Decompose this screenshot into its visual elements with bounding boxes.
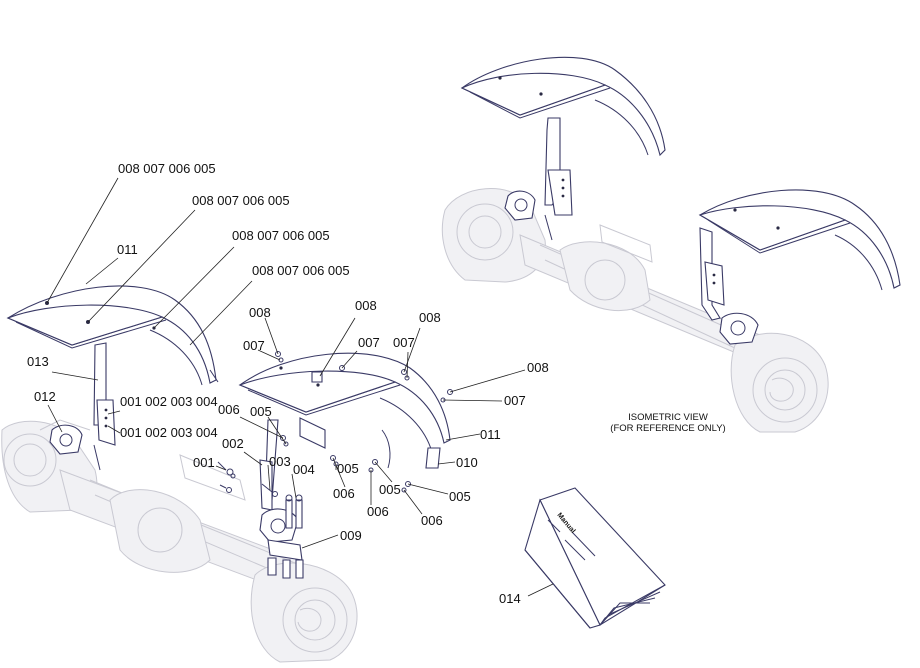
isometric-note-line1: ISOMETRIC VIEW — [628, 412, 708, 423]
callout-label: 006 — [218, 402, 240, 417]
callout-label: 008 — [419, 310, 441, 325]
callout-labels: 008 007 006 005 008 007 006 005 008 007 … — [27, 161, 549, 606]
leader-lines — [46, 177, 554, 597]
callout-label: 006 — [367, 504, 389, 519]
fender-center-exploded — [238, 352, 451, 561]
callout-label: 013 — [27, 354, 49, 369]
callout-label: 007 — [243, 338, 265, 353]
callout-label: 012 — [34, 389, 56, 404]
callout-label: 014 — [499, 591, 521, 606]
callout-label: 007 — [504, 393, 526, 408]
callout-label: 007 — [358, 335, 380, 350]
callout-label: 004 — [293, 462, 315, 477]
callout-label: 011 — [480, 427, 501, 442]
callout-label: 009 — [340, 528, 362, 543]
callout-label: 001 002 003 004 — [120, 394, 218, 409]
callout-label: 008 007 006 005 — [192, 193, 290, 208]
isometric-note-line2: (FOR REFERENCE ONLY) — [610, 423, 725, 434]
callout-label: 011 — [117, 242, 138, 257]
manual-booklet: Manual — [524, 487, 666, 629]
callout-label: 002 — [222, 436, 244, 451]
callout-label: 005 — [379, 482, 401, 497]
callout-label: 010 — [456, 455, 478, 470]
callout-label: 005 — [250, 404, 272, 419]
callout-label: 001 002 003 004 — [120, 425, 218, 440]
callout-label: 005 — [449, 489, 471, 504]
iso-fender-top — [460, 56, 666, 241]
callout-label: 008 — [527, 360, 549, 375]
callout-label: 006 — [333, 486, 355, 501]
callout-label: 008 007 006 005 — [118, 161, 216, 176]
axle-ghost-left — [1, 419, 358, 663]
callout-label: 008 007 006 005 — [232, 228, 330, 243]
callout-label: 003 — [269, 454, 291, 469]
callout-label: 005 — [337, 461, 359, 476]
axle-ghost-right — [441, 188, 829, 433]
callout-label: 008 — [355, 298, 377, 313]
fender-left — [6, 285, 219, 471]
callout-label: 006 — [421, 513, 443, 528]
isometric-note: ISOMETRIC VIEW (FOR REFERENCE ONLY) — [610, 412, 725, 434]
callout-label: 001 — [193, 455, 215, 470]
callout-label: 007 — [393, 335, 415, 350]
callout-label: 008 007 006 005 — [252, 263, 350, 278]
callout-label: 008 — [249, 305, 271, 320]
iso-fender-right — [698, 189, 901, 345]
